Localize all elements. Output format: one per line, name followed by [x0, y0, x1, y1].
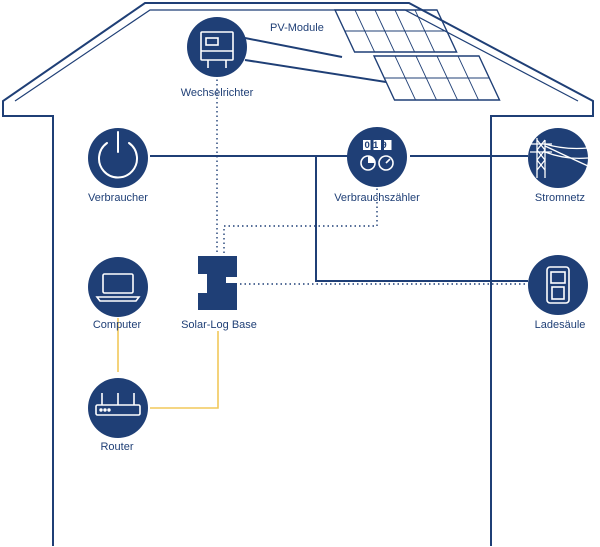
- meter-icon: 019: [360, 140, 394, 171]
- inverter-node: [187, 17, 247, 77]
- grid-node: [528, 128, 589, 188]
- line-inverter-to-pv-lower: [244, 59, 387, 83]
- computer-node: [88, 257, 148, 317]
- network-lines: [117, 318, 219, 409]
- gold-router-to-solarlog: [150, 331, 219, 409]
- pv-panel-upper: [333, 9, 458, 53]
- inverter-icon: [200, 31, 234, 68]
- line-meter-to-charging: [315, 156, 528, 282]
- label-grid: Stromnetz: [535, 192, 585, 204]
- power-lines: [150, 37, 528, 282]
- charging-node: [528, 255, 588, 315]
- label-consumer: Verbraucher: [88, 192, 148, 204]
- data-lines: [216, 75, 525, 285]
- dotted-meter-to-solarlog: [223, 184, 378, 255]
- label-router: Router: [100, 441, 133, 453]
- line-inverter-to-pv-upper: [244, 37, 343, 58]
- consumer-node: [88, 128, 148, 188]
- router-icon: [95, 393, 141, 416]
- label-computer: Computer: [93, 319, 142, 331]
- power-pylon-icon: [530, 138, 589, 178]
- roof-inner-line: [14, 9, 579, 102]
- label-solarlog: Solar-Log Base: [181, 319, 257, 331]
- meter-digits: 019: [364, 140, 389, 151]
- label-charging: Ladesäule: [535, 319, 586, 331]
- laptop-icon: [95, 273, 141, 302]
- label-pv-modules: PV-Module: [270, 22, 324, 34]
- charging-station-icon: [546, 266, 570, 304]
- label-inverter: Wechselrichter: [181, 87, 254, 99]
- solarlog-device-icon: [198, 256, 237, 310]
- power-icon: [98, 131, 138, 179]
- meter-node: 019: [347, 127, 407, 187]
- pv-modules: [333, 9, 501, 101]
- router-node: [88, 378, 148, 438]
- label-meter: Verbrauchszähler: [334, 192, 420, 204]
- solarlog-node: [198, 256, 237, 310]
- pv-panel-lower: [372, 55, 501, 101]
